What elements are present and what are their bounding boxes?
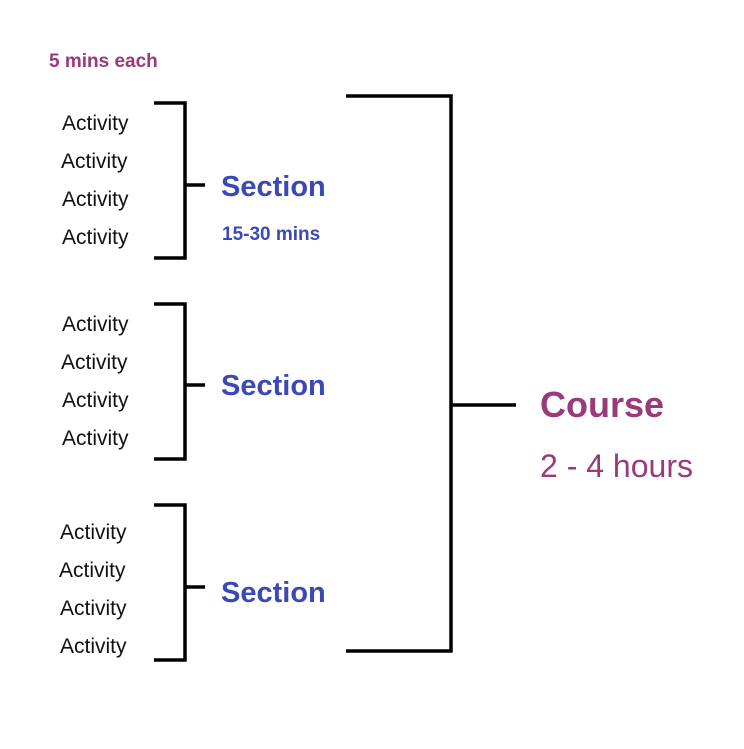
section-group-2: Activity Activity Activity Activity Sect… (61, 302, 326, 461)
activity-label: Activity (62, 427, 129, 450)
activity-label: Activity (62, 112, 129, 135)
activity-label: Activity (60, 597, 127, 620)
section-bracket (154, 101, 205, 260)
activity-label: Activity (62, 226, 129, 249)
section-group-3: Activity Activity Activity Activity Sect… (59, 503, 326, 662)
activity-label: Activity (60, 635, 127, 658)
activity-label: Activity (61, 351, 128, 374)
activity-duration-note: 5 mins each (49, 51, 158, 72)
activity-label: Activity (61, 150, 128, 173)
activity-label: Activity (62, 188, 129, 211)
section-duration: 15-30 mins (222, 224, 320, 245)
course-label: Course (540, 384, 664, 425)
section-label: Section (221, 171, 326, 203)
section-bracket (154, 302, 205, 461)
section-label: Section (221, 577, 326, 609)
course-duration: 2 - 4 hours (540, 448, 693, 484)
section-bracket (154, 503, 205, 662)
course-bracket (346, 94, 516, 653)
activity-label: Activity (60, 521, 127, 544)
activity-label: Activity (62, 313, 129, 336)
section-group-1: Activity Activity Activity Activity Sect… (61, 101, 326, 260)
section-label: Section (221, 370, 326, 402)
activity-label: Activity (59, 559, 126, 582)
activity-label: Activity (62, 389, 129, 412)
